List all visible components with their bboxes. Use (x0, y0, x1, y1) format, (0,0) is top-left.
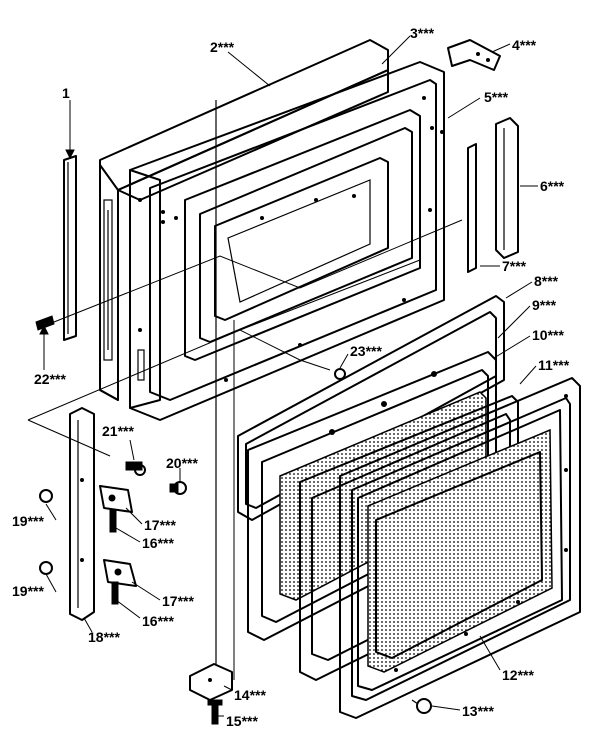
part-16-screw-lower (111, 581, 119, 605)
callout-17-lower: 17*** (162, 593, 194, 609)
callout-11: 11*** (538, 357, 570, 373)
callout-15: 15*** (226, 713, 258, 729)
part-13-screw (411, 698, 432, 714)
part-21-screw (125, 461, 146, 476)
callout-labels: 1 2*** 3*** 4*** 5*** 6*** 7*** 8*** 9**… (12, 25, 570, 729)
callout-4: 4*** (512, 37, 537, 53)
part-2-outer-door-panel (99, 39, 389, 401)
callout-10: 10*** (532, 327, 564, 343)
callout-20: 20*** (166, 455, 198, 471)
leader-lines (39, 35, 538, 717)
callout-7: 7*** (502, 258, 527, 274)
part-19-bolt-upper (39, 489, 53, 503)
callout-2: 2*** (210, 39, 235, 55)
callout-14: 14*** (234, 687, 266, 703)
assembly-guide-lines (27, 219, 463, 680)
callout-1: 1 (62, 85, 70, 101)
callout-19-lower: 19*** (12, 583, 44, 599)
callout-6: 6*** (540, 178, 565, 194)
part-7-vertical-strip (467, 143, 477, 273)
part-19-bolt-lower (39, 561, 53, 575)
callout-9: 9*** (532, 297, 557, 313)
callout-8: 8*** (534, 273, 559, 289)
part-20-bolt (169, 481, 187, 495)
part-4-hinge-bracket (447, 39, 501, 71)
callout-23: 23*** (350, 343, 382, 359)
callout-22: 22*** (34, 371, 66, 387)
part-6-right-channel (440, 117, 519, 259)
callout-5: 5*** (484, 89, 509, 105)
callout-19-upper: 19*** (12, 513, 44, 529)
part-1-trim-strip (63, 155, 77, 341)
part-22-screw (35, 315, 55, 331)
callout-21: 21*** (102, 423, 134, 439)
callout-17-upper: 17*** (144, 517, 176, 533)
part-23-screw (334, 368, 346, 380)
part-17-clip-lower (103, 559, 137, 587)
part-3-inner-door-frame (129, 61, 445, 421)
callout-18: 18*** (88, 629, 120, 645)
part-12-front-frame (339, 377, 581, 719)
part-15-screw (207, 699, 223, 725)
callout-16-lower: 16*** (142, 613, 174, 629)
callout-13: 13*** (462, 703, 494, 719)
part-17-clip-upper (99, 485, 133, 513)
part-16-screw-upper (109, 509, 117, 533)
part-18-hinge-bracket (69, 407, 95, 621)
callout-12: 12*** (502, 667, 534, 683)
callout-3: 3*** (410, 25, 435, 41)
callout-16-upper: 16*** (142, 535, 174, 551)
